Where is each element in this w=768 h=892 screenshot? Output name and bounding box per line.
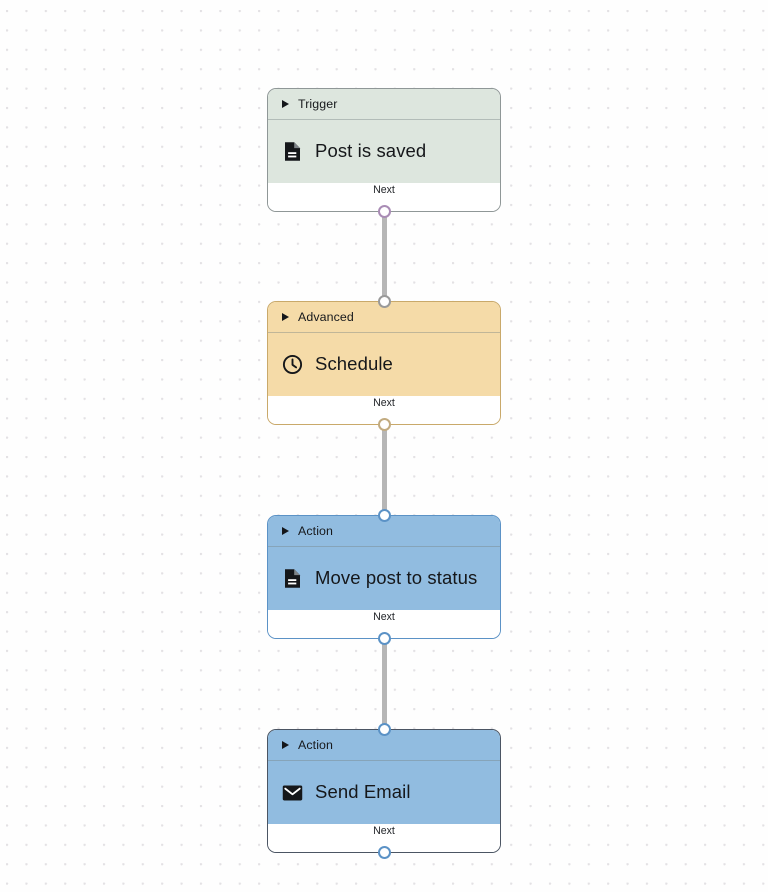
node-title-label: Schedule xyxy=(315,353,393,375)
node-port-out-advanced-schedule[interactable] xyxy=(377,418,391,431)
document-icon xyxy=(282,568,303,589)
disclosure-triangle-icon[interactable] xyxy=(282,100,289,108)
connector-line xyxy=(381,639,387,729)
connector-advanced-schedule-to-action-move-post-to-status[interactable] xyxy=(267,425,501,515)
node-title-label: Post is saved xyxy=(315,140,427,162)
node-next-label: Next xyxy=(373,825,395,837)
node-body-action-send-email[interactable]: Send Email xyxy=(268,761,500,824)
node-port-out-action-send-email[interactable] xyxy=(377,846,391,859)
node-port-in-action-move-post-to-status[interactable] xyxy=(377,509,391,522)
node-port-in-action-send-email[interactable] xyxy=(377,723,391,736)
node-header-trigger-post-is-saved[interactable]: Trigger xyxy=(268,89,500,120)
node-category-label: Advanced xyxy=(298,309,354,324)
node-port-out-action-move-post-to-status[interactable] xyxy=(377,632,391,645)
connector-trigger-post-is-saved-to-advanced-schedule[interactable] xyxy=(267,212,501,301)
connector-line xyxy=(381,425,387,515)
node-port-out-trigger-post-is-saved[interactable] xyxy=(377,205,391,218)
connector-line xyxy=(381,212,387,301)
node-category-label: Trigger xyxy=(298,96,338,111)
clock-icon xyxy=(282,354,303,375)
disclosure-triangle-icon[interactable] xyxy=(282,527,289,535)
node-body-advanced-schedule[interactable]: Schedule xyxy=(268,333,500,396)
disclosure-triangle-icon[interactable] xyxy=(282,313,289,321)
envelope-icon xyxy=(282,782,303,803)
node-body-trigger-post-is-saved[interactable]: Post is saved xyxy=(268,120,500,183)
node-body-action-move-post-to-status[interactable]: Move post to status xyxy=(268,547,500,610)
node-next-label: Next xyxy=(373,397,395,409)
node-port-in-advanced-schedule[interactable] xyxy=(377,295,391,308)
node-next-label: Next xyxy=(373,611,395,623)
disclosure-triangle-icon[interactable] xyxy=(282,741,289,749)
node-category-label: Action xyxy=(298,523,334,538)
node-category-label: Action xyxy=(298,737,334,752)
node-title-label: Move post to status xyxy=(315,567,478,589)
connector-action-move-post-to-status-to-action-send-email[interactable] xyxy=(267,639,501,729)
node-next-label: Next xyxy=(373,184,395,196)
node-title-label: Send Email xyxy=(315,781,411,803)
document-icon xyxy=(282,141,303,162)
